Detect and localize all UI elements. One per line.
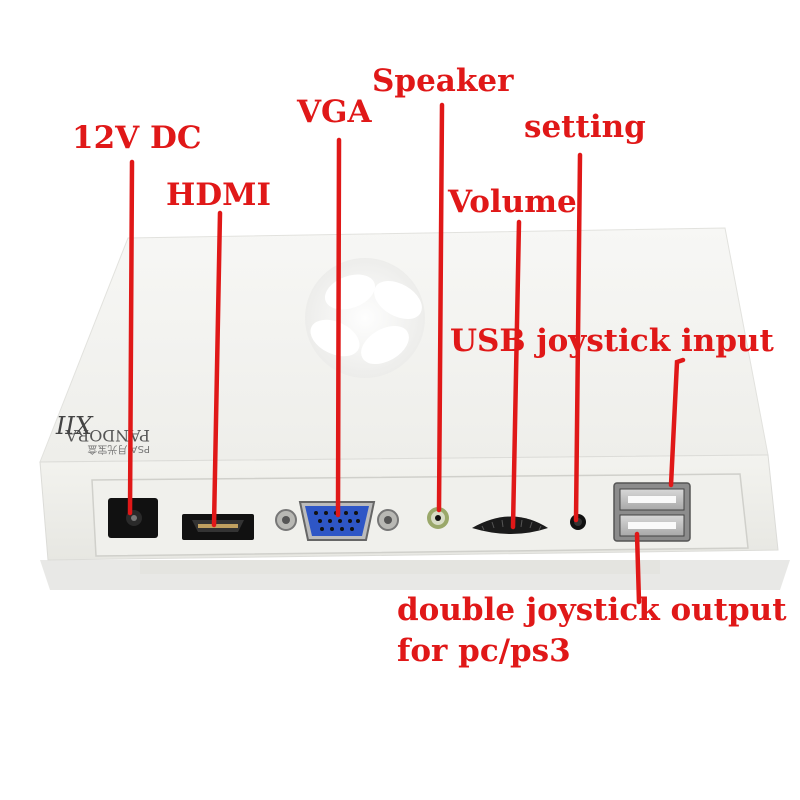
label-speaker: Speaker bbox=[372, 63, 514, 99]
pointer-line-vga bbox=[335, 137, 342, 518]
label-setting: setting bbox=[524, 109, 646, 145]
pointer-line-hdmi bbox=[211, 210, 223, 528]
label-double-joystick-output: double joystick output bbox=[397, 592, 787, 628]
label-hdmi: HDMI bbox=[166, 177, 271, 213]
pointer-line-setting bbox=[573, 152, 583, 523]
volume-wheel bbox=[472, 516, 548, 534]
pointer-line-usb-input bbox=[668, 357, 686, 488]
label-for-pc-ps3: for pc/ps3 bbox=[397, 633, 571, 669]
pointer-lines bbox=[127, 102, 686, 605]
pointer-line-speaker bbox=[436, 102, 445, 513]
usb-ports bbox=[613, 482, 691, 542]
hdmi-port bbox=[182, 514, 254, 540]
speaker-jack bbox=[427, 507, 449, 529]
vga-port bbox=[275, 501, 399, 541]
dc-power-jack bbox=[108, 498, 158, 538]
speaker-grille bbox=[305, 258, 425, 378]
pointer-line-usb-output bbox=[634, 531, 642, 605]
label-volume: Volume bbox=[448, 184, 577, 220]
brand-logo-sub: PSA 月光宝盒 bbox=[87, 443, 150, 456]
label-vga: VGA bbox=[297, 94, 372, 130]
label-12v-dc: 12V DC bbox=[72, 120, 202, 156]
pointer-line-volume bbox=[510, 219, 522, 530]
label-usb-joystick-input: USB joystick input bbox=[450, 323, 774, 359]
console-top: PANDORA PSA 月光宝盒 XII bbox=[39, 227, 769, 463]
model-mark: XII bbox=[55, 410, 94, 438]
pointer-line-power bbox=[127, 159, 135, 516]
